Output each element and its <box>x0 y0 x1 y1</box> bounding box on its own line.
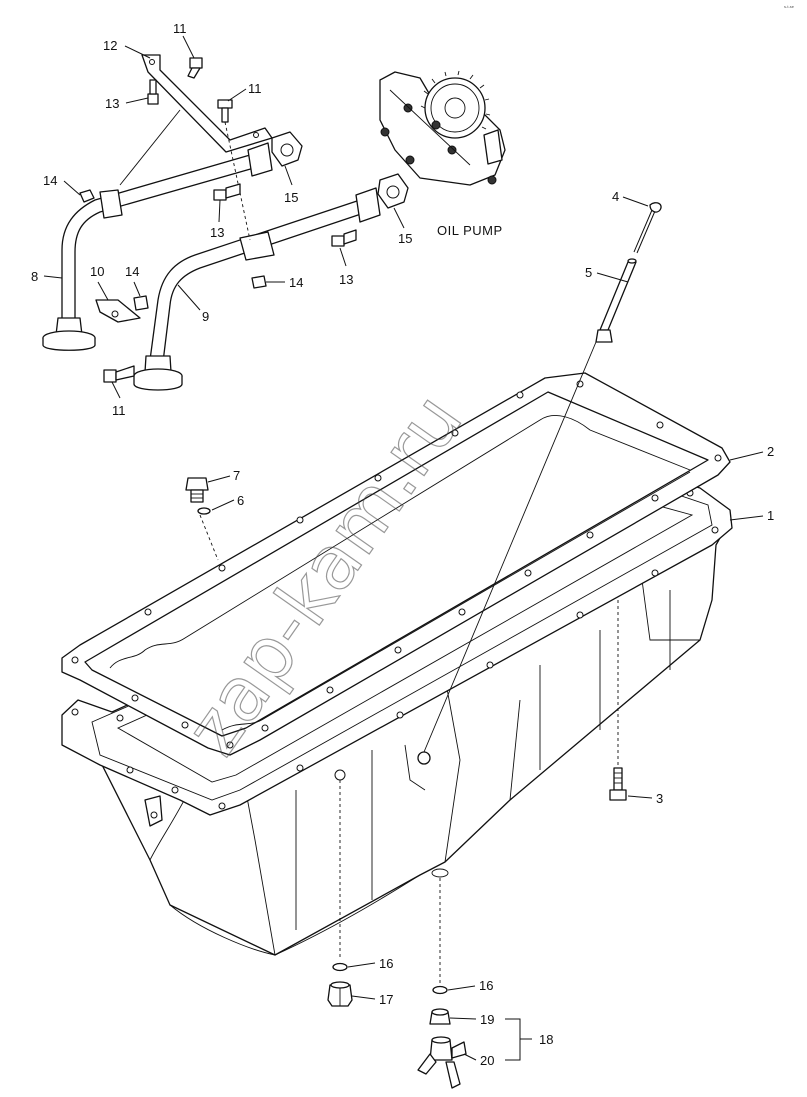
gasket-holes <box>71 380 722 749</box>
dipstick <box>633 202 662 254</box>
callout-13-middle: 13 <box>210 225 224 240</box>
callout-6: 6 <box>237 493 244 508</box>
drain-plug-19 <box>429 1008 451 1025</box>
callout-12: 12 <box>103 38 117 53</box>
callout-11-top: 11 <box>173 21 187 36</box>
bracket-12 <box>141 54 273 153</box>
callout-13-top: 13 <box>105 96 119 111</box>
bolt-11-bottom <box>103 365 135 383</box>
bolt-13-middle <box>213 183 241 201</box>
callout-9: 9 <box>202 309 209 324</box>
callout-14-left: 14 <box>43 173 57 188</box>
callout-7: 7 <box>233 468 240 483</box>
callout-20: 20 <box>480 1053 494 1068</box>
callout-5: 5 <box>585 265 592 280</box>
callout-14-middle: 14 <box>289 275 303 290</box>
nut-14-bracket <box>133 295 149 311</box>
oil-pan-gasket <box>61 372 731 756</box>
corner-mark: s-t-se <box>784 4 795 9</box>
callout-10: 10 <box>90 264 104 279</box>
callout-3: 3 <box>656 791 663 806</box>
oil-pump-caption: OIL PUMP <box>437 223 503 238</box>
strainer-pipe-9 <box>133 187 381 391</box>
callout-16-left: 16 <box>379 956 393 971</box>
callout-2: 2 <box>767 444 774 459</box>
flange-gasket-15-lower <box>377 173 409 209</box>
callout-18: 18 <box>539 1032 553 1047</box>
callout-17: 17 <box>379 992 393 1007</box>
nut-14-left <box>79 189 95 203</box>
nut-14-middle <box>251 275 267 289</box>
flange-gasket-15-upper <box>271 131 303 167</box>
seal-ring-16-left <box>332 962 348 972</box>
bolt-11-top <box>187 57 203 79</box>
callout-11-bottom: 11 <box>112 403 126 418</box>
washer-6 <box>197 507 211 515</box>
callout-15-lower: 15 <box>398 231 412 246</box>
callout-16-right: 16 <box>479 978 493 993</box>
dipstick-guide-tube <box>423 258 637 753</box>
callout-labels: 11 12 13 11 14 15 13 15 8 10 14 14 13 9 … <box>31 21 774 1068</box>
plug-7 <box>185 477 209 503</box>
callout-11-middle: 11 <box>248 81 262 96</box>
bolt-11-middle <box>217 99 251 241</box>
drain-plug-17 <box>327 981 353 1007</box>
bolt-13-top <box>147 79 159 105</box>
callout-15-upper: 15 <box>284 190 298 205</box>
strainer-pipe-8 <box>42 142 273 351</box>
drain-valve-20 <box>417 1036 467 1089</box>
leader-lines <box>43 35 764 1061</box>
callout-4: 4 <box>612 189 619 204</box>
oil-pump <box>379 70 506 186</box>
seal-ring-16-right <box>432 985 448 995</box>
callout-14-bracket: 14 <box>125 264 139 279</box>
bolt-13-right <box>331 229 357 247</box>
callout-19: 19 <box>480 1012 494 1027</box>
callout-1: 1 <box>767 508 774 523</box>
callout-13-right: 13 <box>339 272 353 287</box>
bolt-3 <box>609 600 627 801</box>
callout-8: 8 <box>31 269 38 284</box>
bracket-10 <box>95 299 141 323</box>
